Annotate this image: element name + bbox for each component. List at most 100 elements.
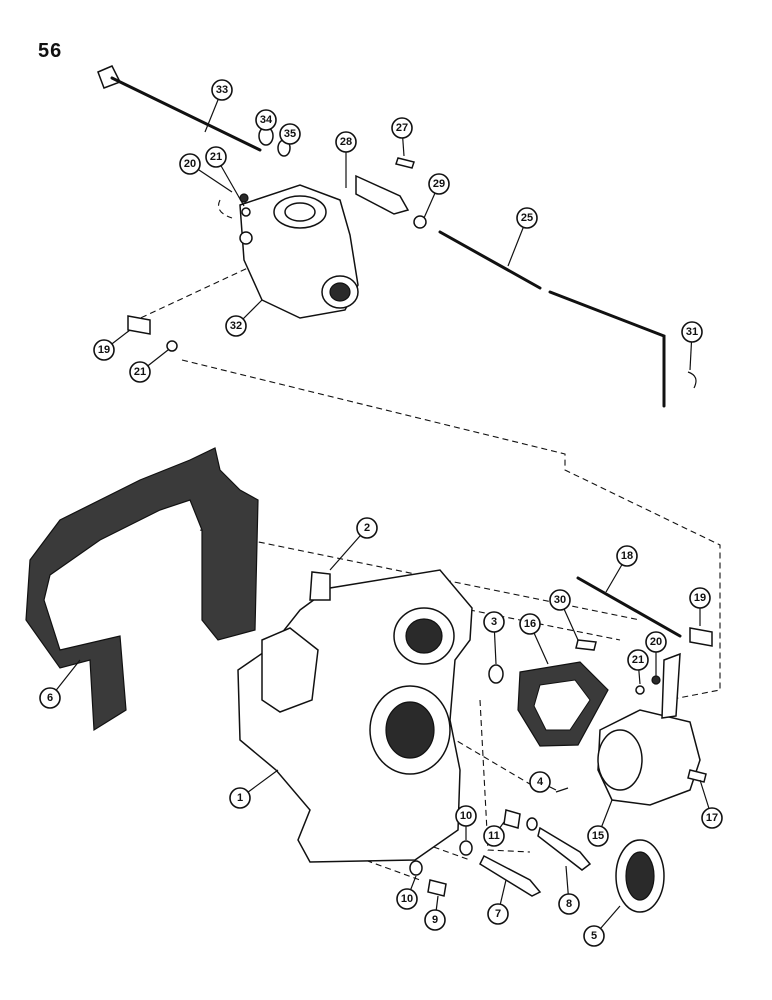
callout-20: 20 bbox=[179, 153, 233, 193]
governor-lever bbox=[661, 652, 681, 719]
callout-19: 19 bbox=[689, 587, 711, 626]
callout-number: 10 bbox=[460, 810, 472, 822]
callout-circle bbox=[179, 153, 201, 175]
callout-circle bbox=[335, 131, 357, 153]
swivel-19-upper bbox=[127, 315, 151, 335]
callout-27: 27 bbox=[391, 117, 413, 157]
callout-3: 3 bbox=[483, 611, 505, 665]
callout-9: 9 bbox=[424, 895, 446, 931]
callout-circle bbox=[487, 903, 509, 925]
callout-circle bbox=[396, 888, 418, 910]
callout-number: 21 bbox=[134, 366, 146, 378]
callout-number: 19 bbox=[694, 592, 706, 604]
callout-number: 21 bbox=[632, 654, 644, 666]
callout-number: 32 bbox=[230, 320, 242, 332]
lock-washer-10-lower bbox=[409, 860, 423, 876]
callout-circle bbox=[356, 517, 378, 539]
carburetor-throat-inner bbox=[284, 202, 316, 222]
bolt-7 bbox=[479, 854, 542, 897]
dowel-2 bbox=[309, 571, 331, 601]
governor-gear bbox=[597, 729, 643, 791]
callout-21: 21 bbox=[627, 649, 649, 685]
pin-4 bbox=[555, 787, 569, 793]
callout-circle bbox=[211, 79, 233, 101]
washer-3 bbox=[488, 664, 504, 684]
bolt-8 bbox=[537, 826, 592, 871]
cover-lower-bore-inner bbox=[385, 701, 435, 759]
lock-washer-10-upper bbox=[459, 840, 473, 856]
callout-number: 31 bbox=[686, 326, 698, 338]
callout-circle bbox=[587, 825, 609, 847]
timing-cover-gasket bbox=[25, 447, 259, 732]
governor-rod-18 bbox=[576, 576, 682, 638]
nut-29 bbox=[413, 215, 427, 229]
throttle-knob bbox=[97, 65, 122, 89]
callout-circle bbox=[645, 631, 667, 653]
callout-number: 29 bbox=[433, 178, 445, 190]
callout-number: 5 bbox=[591, 930, 597, 942]
callout-number: 11 bbox=[488, 830, 500, 842]
linkage-dash-11 bbox=[479, 699, 531, 853]
callout-15: 15 bbox=[587, 799, 613, 847]
callout-circle bbox=[129, 361, 151, 383]
washer-11 bbox=[526, 817, 538, 831]
callout-circle bbox=[424, 909, 446, 931]
callout-32: 32 bbox=[225, 299, 263, 337]
callout-circle bbox=[455, 805, 477, 827]
callout-29: 29 bbox=[423, 173, 450, 219]
callout-number: 28 bbox=[340, 136, 352, 148]
callout-circle bbox=[689, 587, 711, 609]
callout-7: 7 bbox=[487, 879, 509, 925]
callout-number: 1 bbox=[237, 792, 243, 804]
governor-assembly bbox=[575, 576, 713, 806]
rod-25-front bbox=[438, 230, 542, 290]
bolt-9 bbox=[427, 879, 447, 897]
callout-number: 16 bbox=[524, 618, 536, 630]
dowel-11 bbox=[503, 809, 521, 829]
callout-4: 4 bbox=[529, 771, 557, 793]
callout-11: 11 bbox=[483, 821, 505, 847]
callout-number: 15 bbox=[592, 830, 604, 842]
callout-16: 16 bbox=[519, 613, 549, 665]
callout-17: 17 bbox=[699, 779, 723, 829]
callout-circle bbox=[225, 315, 247, 337]
swivel-upper bbox=[127, 315, 178, 352]
callout-21: 21 bbox=[129, 349, 169, 383]
callout-circle bbox=[483, 825, 505, 847]
callout-circle bbox=[529, 771, 551, 793]
governor-gasket-opening bbox=[533, 679, 591, 731]
callout-circle bbox=[279, 123, 301, 145]
callout-circle bbox=[627, 649, 649, 671]
callout-circle bbox=[391, 117, 413, 139]
callout-number: 27 bbox=[396, 122, 408, 134]
callout-circle bbox=[93, 339, 115, 361]
callout-28: 28 bbox=[335, 131, 357, 160]
page-number: 56 bbox=[38, 40, 63, 62]
callout-2: 2 bbox=[329, 517, 378, 571]
linkage-dash-19 bbox=[131, 265, 253, 323]
callout-25: 25 bbox=[507, 207, 538, 267]
callout-circle bbox=[519, 613, 541, 635]
callout-number: 30 bbox=[554, 594, 566, 606]
callout-number: 4 bbox=[537, 776, 544, 788]
callout-number: 7 bbox=[495, 908, 501, 920]
callout-circle bbox=[549, 589, 571, 611]
callout-number: 17 bbox=[706, 812, 718, 824]
callout-10: 10 bbox=[455, 805, 477, 840]
lower-hardware bbox=[409, 809, 665, 913]
callout-10: 10 bbox=[396, 875, 418, 910]
callout-circle bbox=[558, 893, 580, 915]
cover-upper-bore-inner bbox=[405, 618, 443, 654]
callout-30: 30 bbox=[549, 589, 579, 641]
callout-circle bbox=[483, 611, 505, 633]
callout-19: 19 bbox=[93, 329, 131, 361]
callout-number: 35 bbox=[284, 128, 296, 140]
cover-mounting-boss bbox=[261, 627, 319, 713]
callout-number: 25 bbox=[521, 212, 533, 224]
callout-number: 20 bbox=[184, 158, 196, 170]
callout-31: 31 bbox=[681, 321, 703, 371]
nut-20-gov bbox=[651, 675, 661, 685]
throttle-rod bbox=[110, 76, 262, 152]
callout-number: 10 bbox=[401, 893, 413, 905]
